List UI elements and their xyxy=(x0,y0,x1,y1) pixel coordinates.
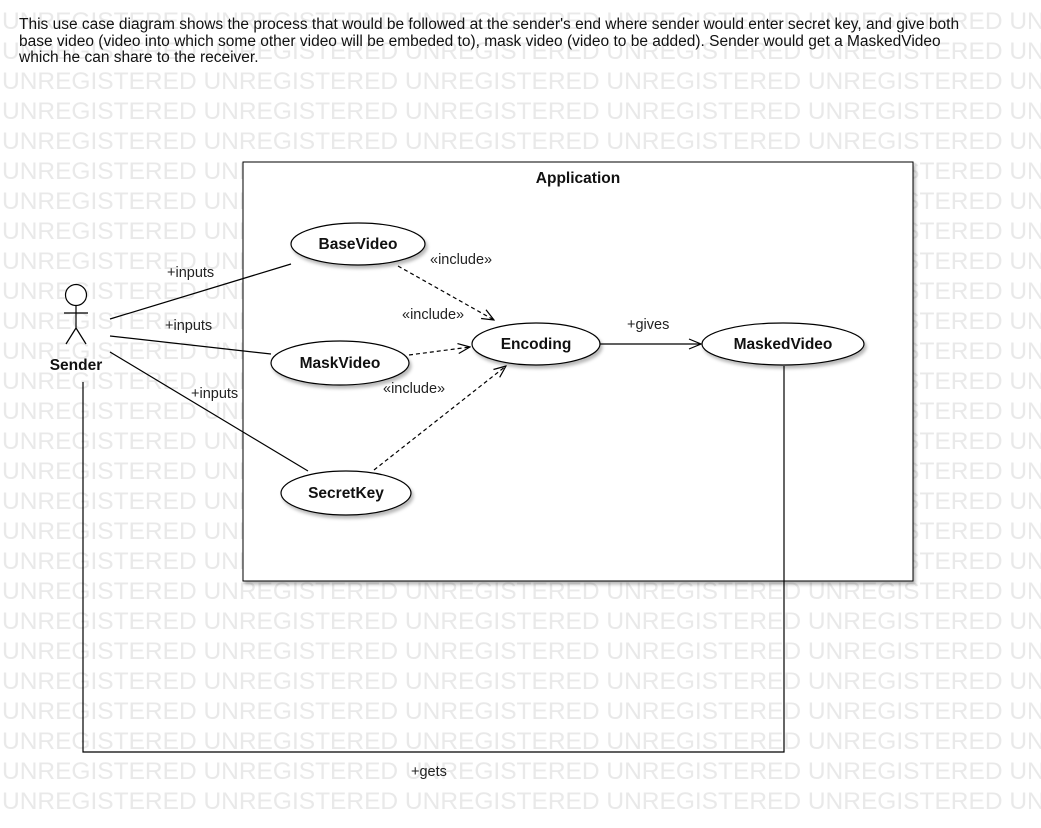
use-case-mask-video-label: MaskVideo xyxy=(300,355,381,372)
use-case-masked-video[interactable] xyxy=(701,322,865,366)
edge-label-inputs-base: +inputs xyxy=(167,265,214,281)
use-case-secret-key-label: SecretKey xyxy=(308,485,384,502)
diagram-description: This use case diagram shows the process … xyxy=(19,16,960,66)
use-case-encoding[interactable] xyxy=(471,322,601,366)
include-base-video xyxy=(397,265,494,320)
edge-label-include-mask: «include» xyxy=(402,307,464,323)
edge-label-gets: +gets xyxy=(411,764,447,780)
actor-sender[interactable] xyxy=(64,283,88,345)
actor-left-leg xyxy=(65,327,77,345)
edge-label-include-secret: «include» xyxy=(383,381,445,397)
actor-name: Sender xyxy=(50,357,103,374)
association-base-video xyxy=(109,263,292,320)
use-case-base-video-label: BaseVideo xyxy=(319,236,398,253)
edge-label-include-base: «include» xyxy=(430,252,492,268)
edge-label-inputs-mask: +inputs xyxy=(165,318,212,334)
include-secret-key xyxy=(373,366,506,471)
edge-label-inputs-secret: +inputs xyxy=(191,386,238,402)
use-case-base-video[interactable] xyxy=(290,222,426,266)
use-case-encoding-label: Encoding xyxy=(501,336,572,353)
use-case-masked-video-label: MaskedVideo xyxy=(734,336,833,353)
association-secret-key xyxy=(109,351,309,472)
system-title: Application xyxy=(536,170,620,187)
association-gets xyxy=(82,366,785,753)
edge-label-gives: +gives xyxy=(627,317,669,333)
actor-right-leg xyxy=(75,327,87,345)
use-case-secret-key[interactable] xyxy=(280,470,412,516)
actor-head xyxy=(64,283,88,307)
use-case-mask-video[interactable] xyxy=(270,340,410,386)
include-mask-video xyxy=(408,347,470,356)
association-mask-video xyxy=(109,335,272,355)
